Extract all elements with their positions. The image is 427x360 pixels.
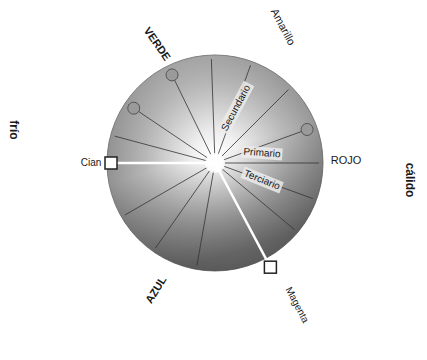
- spoke-line: [223, 127, 313, 160]
- color-label: cálido: [404, 163, 416, 198]
- wheel-shade: [107, 55, 323, 271]
- selected-marker: [264, 261, 276, 273]
- spoke-line: [125, 167, 208, 215]
- color-label: Amarillo: [269, 7, 297, 47]
- spoke-line: [223, 166, 313, 199]
- highlight-spoke: [111, 162, 215, 165]
- color-label: VERDE: [142, 25, 173, 62]
- color-label: AZUL: [144, 275, 169, 306]
- selected-marker: [105, 157, 117, 169]
- color-label: frío: [8, 120, 20, 139]
- spoke-line: [115, 136, 208, 161]
- color-label: ROJO: [331, 155, 362, 166]
- color-label: Cian: [81, 158, 102, 168]
- spoke-line: [169, 70, 211, 156]
- spoke-line: [211, 59, 214, 155]
- spoke-line: [223, 163, 319, 164]
- wheel-disc: [107, 55, 323, 271]
- center-glow: [205, 153, 225, 173]
- color-marker: [166, 69, 178, 81]
- color-marker: [301, 123, 313, 135]
- color-label: Magenta: [283, 285, 310, 324]
- color-marker: [128, 102, 140, 114]
